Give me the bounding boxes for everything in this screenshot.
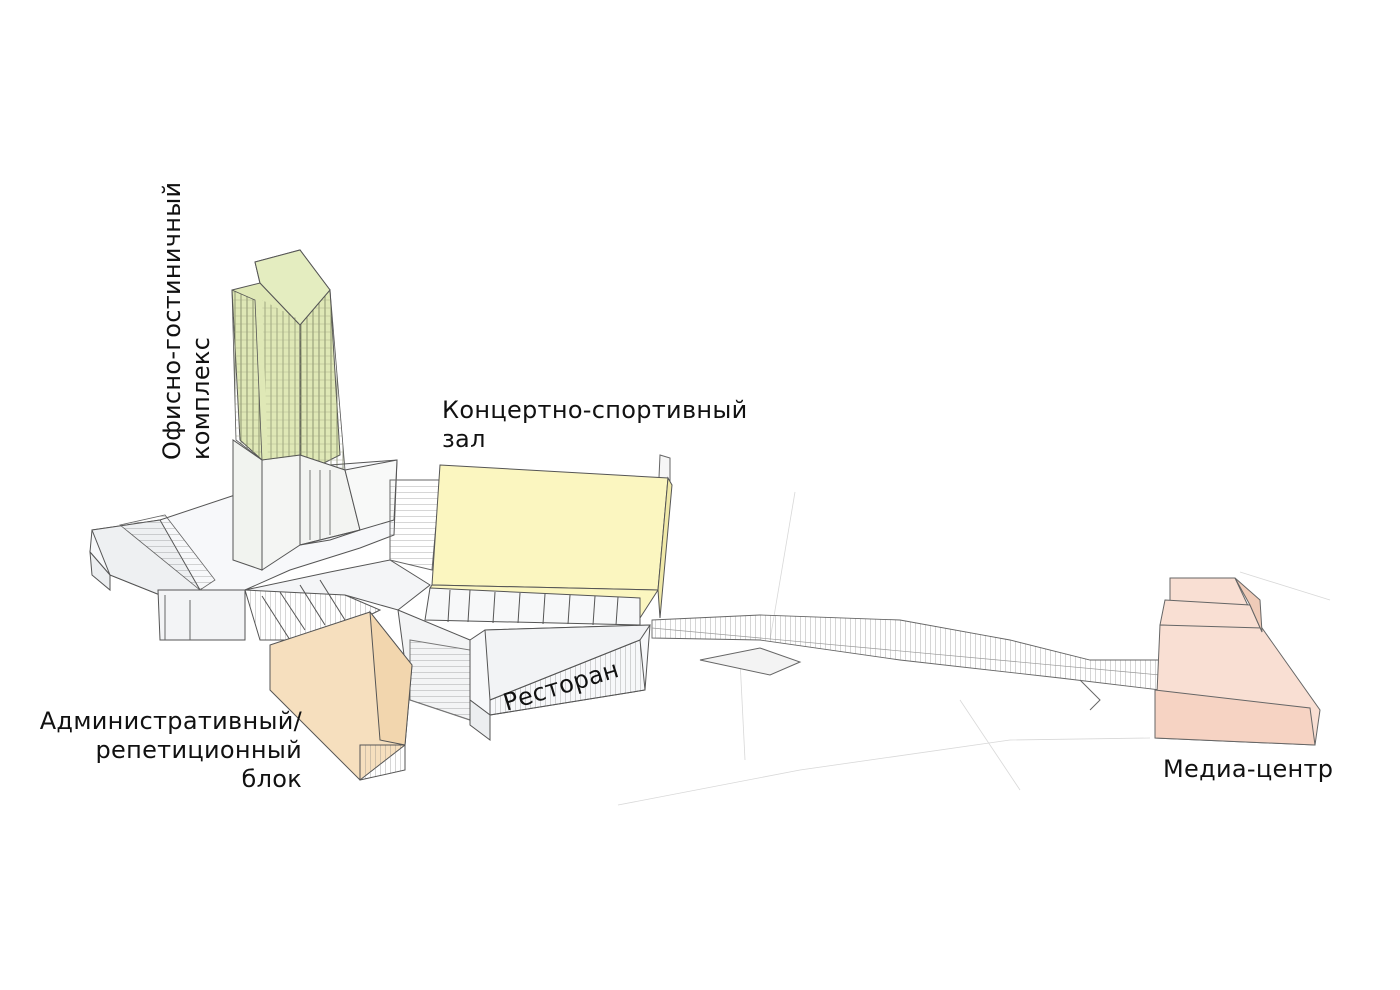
concert-sport-hall (424, 454, 673, 626)
concert-hall-label-line2: зал (442, 425, 486, 453)
media-center-label: Медиа-центр (1163, 755, 1334, 783)
office-hotel-label-line2: комплекс (187, 336, 215, 460)
concert-hall-label: Концертно-спортивный зал (442, 396, 748, 454)
admin-block-label-line1: Административный/ (39, 707, 302, 735)
office-hotel-towers (231, 249, 398, 571)
office-hotel-label-line1: Офисно-гостиничный (158, 181, 186, 460)
admin-rehearsal-block (269, 610, 413, 781)
admin-block-label-line3: блок (241, 765, 302, 793)
office-hotel-label: Офисно-гостиничный комплекс (158, 182, 216, 460)
restaurant-block (469, 624, 651, 741)
ground-lines (617, 491, 1331, 806)
concert-hall-label-line1: Концертно-спортивный (442, 396, 748, 424)
central-atrium (244, 479, 471, 721)
admin-block-label-line2: репетиционный (95, 736, 302, 764)
media-center (1154, 577, 1321, 746)
bridge (651, 614, 1161, 711)
admin-block-label: Административный/ репетиционный блок (26, 707, 302, 794)
